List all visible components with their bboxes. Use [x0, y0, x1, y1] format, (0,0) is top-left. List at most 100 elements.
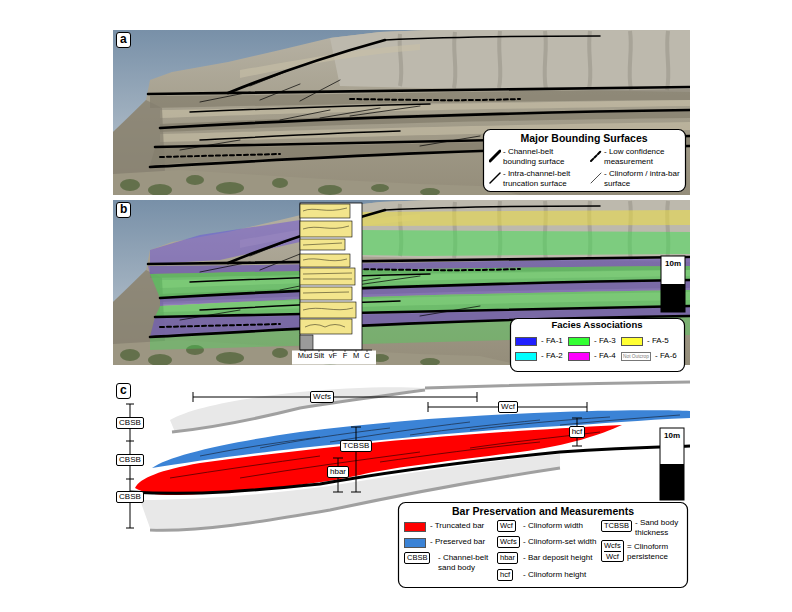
scale-bar [661, 256, 685, 312]
bar-schematic [240, 452, 420, 478]
bar-schematic [135, 425, 622, 495]
legend-label: - FA-2 [541, 351, 563, 361]
scale-label: 10m [665, 259, 681, 268]
measure-box: Wcf [497, 520, 516, 532]
legend-swatch [621, 337, 643, 346]
abbreviation: TCBSB [604, 521, 629, 531]
abbreviation: hcf [500, 570, 510, 580]
measurement-brackets [351, 427, 361, 492]
sedimentary-log [305, 325, 345, 328]
legend-frame [484, 130, 686, 192]
scale-bar [661, 256, 685, 312]
sedimentary-log [303, 292, 349, 293]
legend-label: - Low confidence measurement [604, 147, 682, 166]
measure-box: hbar [497, 552, 518, 564]
bounding-surfaces [148, 36, 690, 167]
sedimentary-log [300, 302, 356, 318]
sedimentary-log [300, 204, 350, 218]
abbreviation: CBSB [119, 418, 141, 428]
legend-label: - FA-1 [541, 336, 563, 346]
sedimentary-log [300, 335, 313, 350]
legend-swatch [515, 352, 537, 361]
grain-size-label: M [353, 352, 359, 361]
abbreviation: CBSB [119, 455, 141, 465]
facies-overlay [360, 210, 690, 226]
line-sample [591, 151, 601, 161]
measure-box: Wcf [498, 401, 518, 413]
scale-label: 10m [664, 431, 680, 440]
legend-swatch [568, 352, 590, 361]
measure-box: CBSB [116, 491, 144, 503]
line-sample [590, 149, 602, 163]
legend-label: - Clinoform width [523, 521, 583, 531]
line-sample [490, 173, 500, 183]
abbreviation: Wcfs [313, 392, 331, 402]
bar-schematic [170, 456, 320, 478]
measure-box: CBSB [404, 552, 430, 564]
outcrop-photo [113, 30, 690, 196]
grain-size-label: Silt [314, 352, 324, 361]
scale-bar [661, 284, 685, 312]
measurement-brackets [193, 392, 477, 402]
outcrop-photo [113, 200, 690, 366]
legend-label: - Clinoform height [523, 570, 586, 580]
legend-swatch [568, 337, 590, 346]
grain-size-label: C [364, 352, 369, 361]
legend-swatch [404, 522, 426, 532]
sedimentary-log [303, 208, 347, 211]
panel-letter: b [116, 202, 131, 218]
legend-label: - Sand body thickness [635, 518, 685, 537]
measure-box: Wcfs [497, 536, 520, 548]
panel-letter: a [116, 32, 131, 48]
abbreviation: Wcf [604, 552, 621, 562]
scale-bar [660, 464, 684, 500]
legend-label: - FA-4 [594, 351, 616, 361]
legend-label: - Truncated bar [430, 521, 484, 531]
legend-label: - Intra-channel-belt truncation surface [503, 169, 585, 188]
measure-box: Wcfs [310, 391, 334, 403]
sedimentary-log [303, 308, 353, 310]
measure-box: TCBSB [340, 440, 373, 452]
measure-box: hcf [569, 426, 586, 438]
sedimentary-log [300, 350, 372, 351]
abbreviation: Wcf [501, 402, 515, 412]
grain-size-label: Mud [298, 352, 313, 361]
bounding-surfaces [148, 206, 690, 337]
legend-frame [511, 319, 685, 372]
legend-title: Facies Associations [552, 320, 643, 331]
measure-box: hcf [497, 569, 513, 581]
measure-box: TCBSB [601, 520, 632, 532]
legend-title: Major Bounding Surfaces [520, 132, 647, 144]
sedimentary-log [300, 221, 352, 237]
sedimentary-log [303, 273, 352, 274]
interpreted-photo [113, 200, 690, 366]
sedimentary-log [300, 204, 356, 334]
legend-swatch [515, 337, 537, 346]
legend-label: - FA-3 [594, 336, 616, 346]
legend-label: - Preserved bar [430, 537, 485, 547]
legend-label: - Clinoform-set width [523, 537, 596, 547]
sedimentary-log [292, 203, 376, 365]
abbreviation: hbar [500, 553, 515, 563]
legend-label: - Channel-belt sand body [438, 553, 496, 572]
sedimentary-log [303, 259, 347, 261]
legend-label: = Clinoform persistence [627, 542, 685, 561]
sedimentary-log [300, 287, 352, 300]
grain-size-label: F [343, 352, 348, 361]
measure-box: CBSB [116, 454, 144, 466]
sedimentary-log [300, 239, 345, 250]
line-sample [489, 149, 501, 163]
measure-box: WcfsWcf [601, 540, 624, 563]
sedimentary-log [300, 319, 352, 334]
legend-frame [399, 130, 688, 588]
measure-box: hbar [327, 466, 349, 478]
measurement-brackets [428, 402, 587, 412]
abbreviation: hbar [330, 467, 346, 477]
legend-title: Bar Preservation and Measurements [452, 505, 634, 517]
legend-label: - FA-5 [647, 336, 669, 346]
sedimentary-log [303, 208, 353, 327]
abbreviation: hcf [572, 427, 583, 437]
sedimentary-log [300, 254, 350, 267]
sedimentary-log [292, 351, 376, 365]
